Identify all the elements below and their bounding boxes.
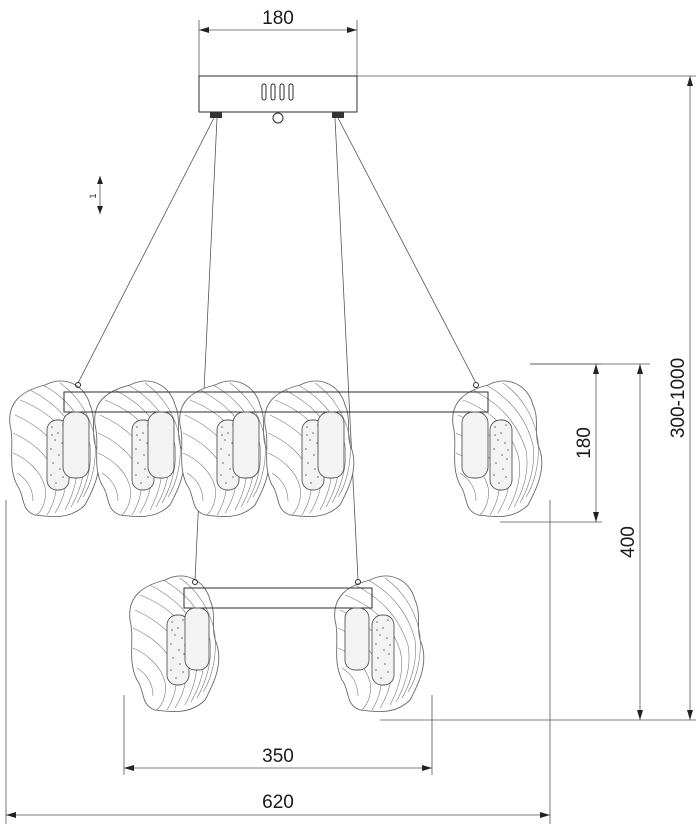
label-overall-width: 620 [262,792,294,813]
lower-tier-shades [129,575,425,713]
label-adjust: 1 [88,193,98,198]
upper-ring [63,382,489,413]
ceiling-canopy [198,75,358,124]
lower-ring [183,579,373,671]
adjust-marker: 1 [88,176,103,214]
suspension-cables [77,117,477,581]
label-lower-ring-width: 350 [262,746,294,767]
dim-height-range: 300-1000 [357,75,696,721]
dim-top-to-bottom: 400 [530,363,650,720]
dim-canopy-width: 180 [198,8,358,76]
dim-lower-ring-width: 350 [123,695,433,775]
upper-tier-glass [62,411,489,479]
label-top-to-bottom: 400 [618,526,639,558]
label-canopy-width: 180 [262,8,294,29]
label-height-range: 300-1000 [668,358,689,438]
label-shade-height: 180 [574,427,595,459]
dim-shade-height: 180 [500,363,602,523]
dim-overall-width: 620 [5,500,551,824]
